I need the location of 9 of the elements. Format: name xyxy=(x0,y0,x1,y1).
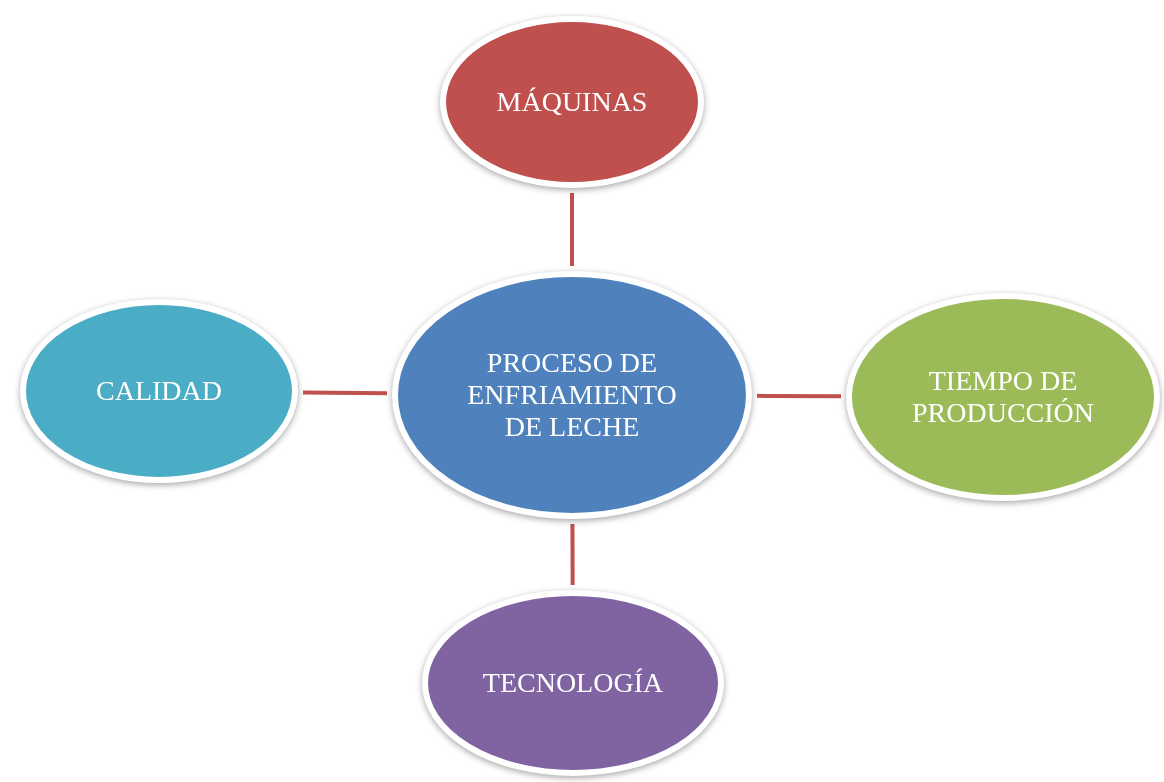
node-label: TIEMPO DE PRODUCCIÓN xyxy=(911,365,1095,429)
node-label: MÁQUINAS xyxy=(496,86,648,118)
connector-line xyxy=(570,193,574,266)
connector-line xyxy=(757,393,841,399)
connector-line xyxy=(570,524,575,585)
node-label: PROCESO DE ENFRIAMIENTO DE LECHE xyxy=(466,347,678,443)
connector-line xyxy=(302,390,388,396)
node-label: CALIDAD xyxy=(96,375,222,407)
node-label: TECNOLOGÍA xyxy=(482,667,664,699)
